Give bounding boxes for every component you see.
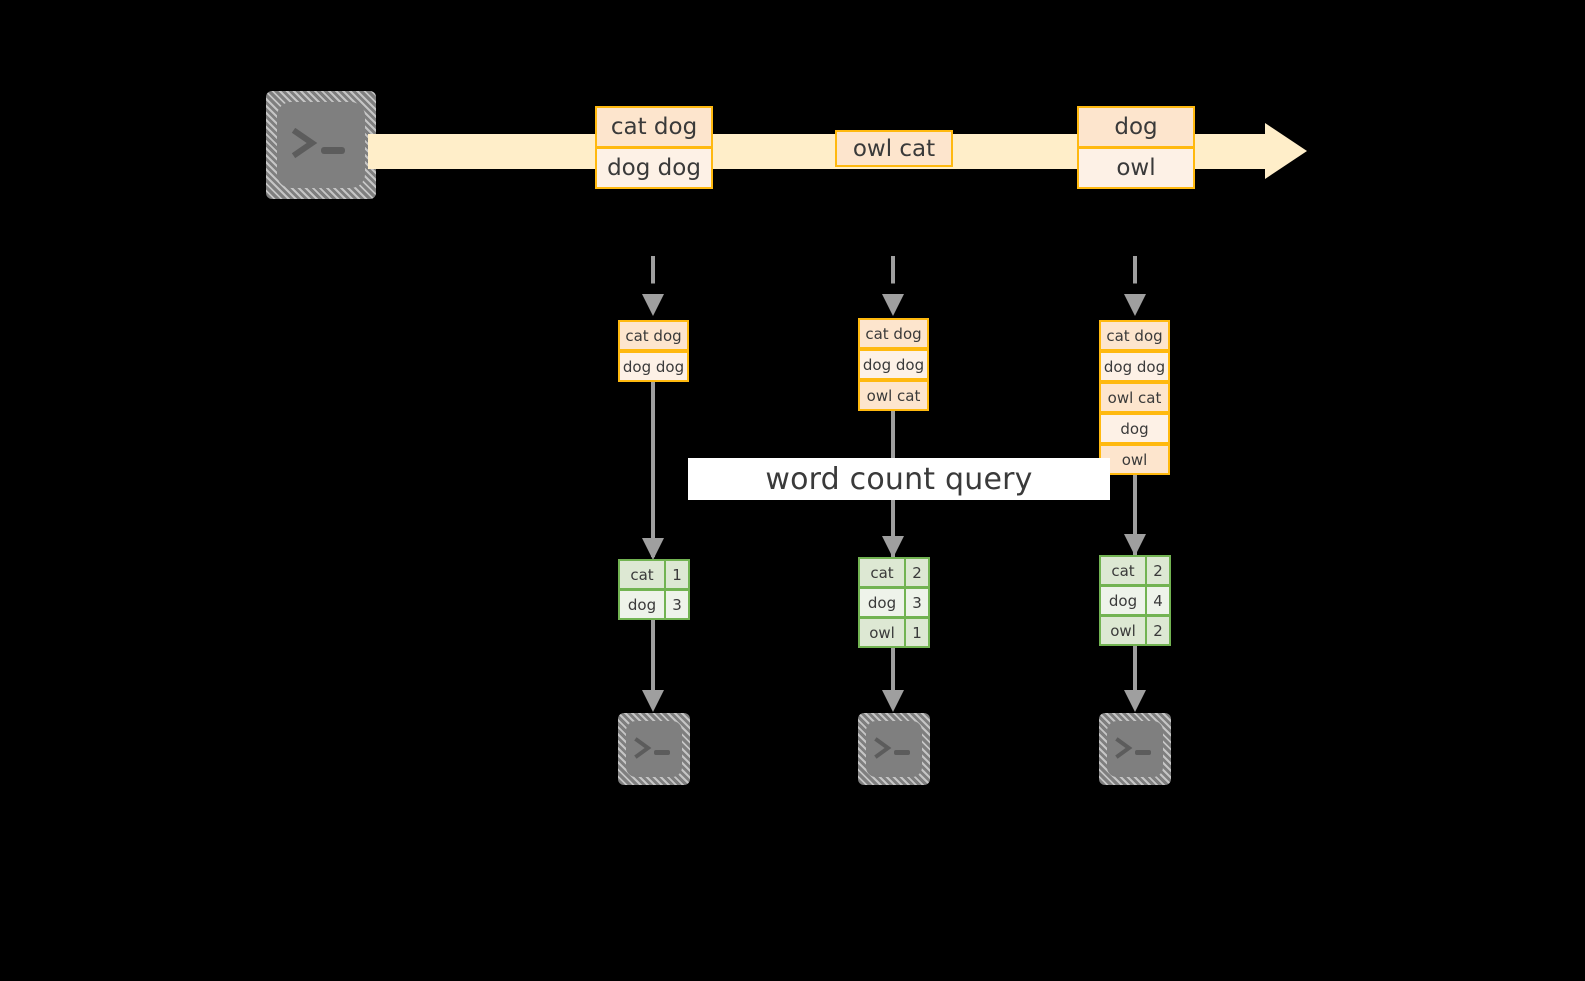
snapshot-3-result-count: 2 (1145, 615, 1171, 646)
snapshot-3-result-count: 2 (1145, 555, 1171, 586)
snapshot-3-dashed-arrow (1133, 256, 1137, 306)
stream-record: dog (1077, 106, 1195, 148)
snapshot-1-dashed-arrowhead-icon (642, 294, 664, 316)
stream-record: owl (1077, 147, 1195, 189)
snapshot-2-dashed-arrowhead-icon (882, 294, 904, 316)
snapshot-3-query-arrow (1133, 475, 1137, 555)
snapshot-3-record: cat dog (1099, 320, 1170, 351)
snapshot-3-record: dog dog (1099, 351, 1170, 382)
snapshot-1-result-count: 3 (664, 589, 690, 620)
snapshot-3-sink-arrowhead-icon (1124, 690, 1146, 712)
snapshot-2-record: dog dog (858, 349, 929, 380)
snapshot-2-result-count: 3 (904, 587, 930, 618)
snapshot-2-sink-arrowhead-icon (882, 690, 904, 712)
snapshot-3-sink-arrow (1133, 646, 1137, 696)
stream-record: cat dog (595, 106, 713, 148)
snapshot-1-sink-terminal-icon (618, 713, 690, 785)
snapshot-2-record: owl cat (858, 380, 929, 411)
terminal-prompt-glyph (858, 713, 930, 785)
snapshot-1-query-arrowhead-icon (642, 538, 664, 560)
terminal-prompt-glyph (266, 91, 376, 199)
snapshot-2-sink-terminal-icon (858, 713, 930, 785)
snapshot-3-result-word: cat (1099, 555, 1147, 586)
snapshot-2-result-count: 1 (904, 617, 930, 648)
snapshot-3-record: dog (1099, 413, 1170, 444)
stream-record: owl cat (835, 130, 953, 167)
query-label-band: word count query (688, 458, 1110, 500)
snapshot-3-record: owl cat (1099, 382, 1170, 413)
snapshot-2-result-word: dog (858, 587, 906, 618)
snapshot-2-query-arrowhead-icon (882, 536, 904, 558)
snapshot-1-dashed-arrow (651, 256, 655, 306)
snapshot-2-result-word: owl (858, 617, 906, 648)
stream-arrowhead-icon (1265, 123, 1307, 179)
snapshot-1-result-word: cat (618, 559, 666, 590)
snapshot-1-query-arrow (651, 382, 655, 557)
terminal-screen (1107, 721, 1163, 777)
snapshot-3-result-word: dog (1099, 585, 1147, 616)
snapshot-1-result-count: 1 (664, 559, 690, 590)
snapshot-3-sink-terminal-icon (1099, 713, 1171, 785)
snapshot-1-record: cat dog (618, 320, 689, 351)
snapshot-1-record: dog dog (618, 351, 689, 382)
snapshot-2-sink-arrow (891, 648, 895, 696)
source-terminal-icon (266, 91, 376, 199)
snapshot-3-query-arrowhead-icon (1124, 534, 1146, 556)
terminal-screen (866, 721, 922, 777)
snapshot-1-result-word: dog (618, 589, 666, 620)
snapshot-3-result-count: 4 (1145, 585, 1171, 616)
snapshot-1-sink-arrow (651, 620, 655, 696)
snapshot-2-dashed-arrow (891, 256, 895, 306)
snapshot-3-result-word: owl (1099, 615, 1147, 646)
snapshot-3-dashed-arrowhead-icon (1124, 294, 1146, 316)
terminal-prompt-glyph (618, 713, 690, 785)
snapshot-2-result-count: 2 (904, 557, 930, 588)
stream-record: dog dog (595, 147, 713, 189)
snapshot-1-sink-arrowhead-icon (642, 690, 664, 712)
snapshot-2-result-word: cat (858, 557, 906, 588)
snapshot-2-record: cat dog (858, 318, 929, 349)
terminal-screen (626, 721, 682, 777)
terminal-screen (277, 102, 365, 188)
terminal-prompt-glyph (1099, 713, 1171, 785)
